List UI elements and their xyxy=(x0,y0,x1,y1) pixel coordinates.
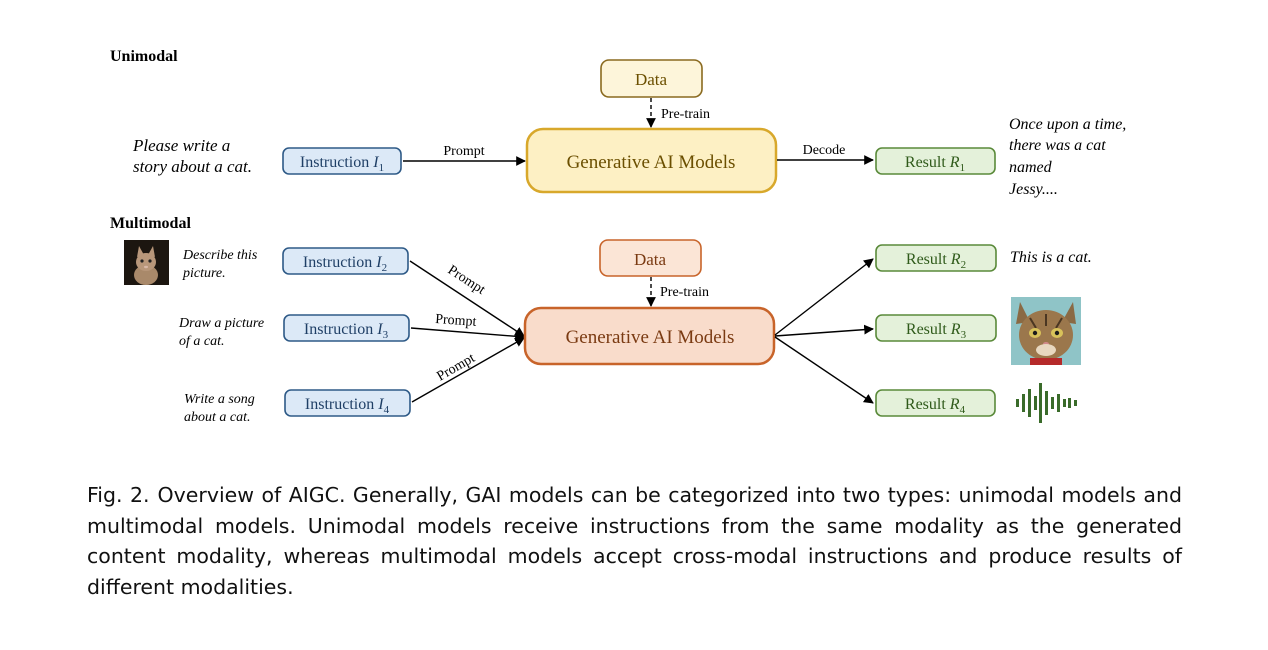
svg-text:Result R2: Result R2 xyxy=(906,251,966,271)
multimodal-input-text-1: Describe this picture. xyxy=(182,248,261,281)
multimodal-generative-model-box: Generative AI Models xyxy=(523,306,776,366)
svg-text:Instruction I4: Instruction I4 xyxy=(305,396,390,416)
unimodal-input-text: Please write a story about a cat. xyxy=(132,136,252,176)
svg-text:Instruction I1: Instruction I1 xyxy=(300,154,384,174)
unimodal-data-box: Data xyxy=(600,59,703,98)
multimodal-prompt-arrow-3 xyxy=(411,337,525,403)
result-box-4: Result R4 xyxy=(875,389,996,417)
figure-caption-label: Fig. 2. xyxy=(87,483,150,507)
svg-text:Instruction I2: Instruction I2 xyxy=(303,254,387,274)
multimodal-section-title: Multimodal xyxy=(110,215,191,232)
svg-text:Data: Data xyxy=(635,70,668,89)
multimodal-input-text-2: Draw a picture of a cat. xyxy=(178,316,268,349)
instruction-box-1: Instruction I1 xyxy=(282,147,402,175)
unimodal-pretrain-label: Pre-train xyxy=(661,107,710,122)
svg-text:Generative AI Models: Generative AI Models xyxy=(566,327,735,348)
multimodal-output-arrow-2 xyxy=(774,324,874,337)
multimodal-input-text-3: Write a song about a cat. xyxy=(184,392,258,425)
figure-caption-text: Overview of AIGC. Generally, GAI models … xyxy=(87,483,1182,599)
multimodal-prompt-arrow-2 xyxy=(410,327,525,342)
generated-cat-image xyxy=(1011,297,1081,365)
audio-waveform-icon xyxy=(1016,383,1077,423)
svg-text:Instruction I3: Instruction I3 xyxy=(304,321,389,341)
instruction-box-3: Instruction I3 xyxy=(283,314,410,342)
multimodal-prompt-arrow-1 xyxy=(409,260,525,337)
result-box-3: Result R3 xyxy=(875,314,997,342)
multimodal-data-box: Data xyxy=(599,239,702,277)
svg-text:Result R3: Result R3 xyxy=(906,321,967,341)
multimodal-pretrain-label: Pre-train xyxy=(660,285,709,300)
unimodal-output-text: Once upon a time, there was a cat named … xyxy=(1009,116,1130,198)
svg-text:Result R4: Result R4 xyxy=(905,396,966,416)
result-box-1: Result R1 xyxy=(875,147,996,175)
multimodal-output-text: This is a cat. xyxy=(1010,249,1092,266)
svg-text:Data: Data xyxy=(634,250,667,269)
aigc-overview-diagram: Unimodal Please write a story about a ca… xyxy=(110,48,1130,425)
cat-photo-thumbnail xyxy=(124,240,169,285)
multimodal-output-arrow-1 xyxy=(774,258,874,336)
result-box-2: Result R2 xyxy=(875,244,997,272)
instruction-box-2: Instruction I2 xyxy=(282,247,409,275)
unimodal-section-title: Unimodal xyxy=(110,48,178,65)
multimodal-prompt-label-1: Prompt xyxy=(445,263,488,298)
multimodal-prompt-label-2: Prompt xyxy=(435,312,477,330)
svg-text:Generative AI Models: Generative AI Models xyxy=(567,152,736,173)
unimodal-generative-model-box: Generative AI Models xyxy=(525,127,778,194)
figure-caption: Fig. 2.Overview of AIGC. Generally, GAI … xyxy=(87,480,1182,602)
unimodal-prompt-label: Prompt xyxy=(443,144,484,159)
multimodal-output-arrow-3 xyxy=(774,336,874,404)
svg-text:Result R1: Result R1 xyxy=(905,154,965,174)
instruction-box-4: Instruction I4 xyxy=(284,389,411,417)
unimodal-decode-label: Decode xyxy=(803,143,846,158)
